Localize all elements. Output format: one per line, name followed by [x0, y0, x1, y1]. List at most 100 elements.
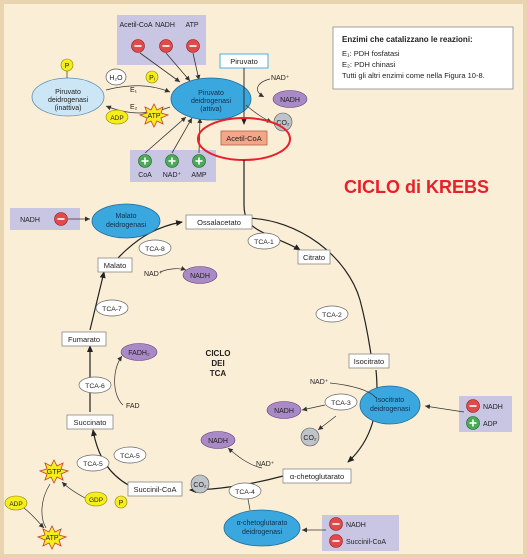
adp-label: ADP	[110, 115, 123, 122]
isocitrate-inhibitor-label: NADH	[483, 404, 503, 411]
plus-icon	[165, 154, 179, 168]
activator-coa-label: CoA	[138, 172, 152, 179]
cycle-arc-fumarate-malate	[89, 271, 106, 331]
akg-inhibitor-succinyl-label: Succinil-CoA	[346, 539, 386, 546]
legend-e2: E₂: PDH chinasi	[342, 60, 396, 69]
tca6-ellipse	[78, 376, 112, 394]
isocitrate-regulation-arrow	[424, 404, 465, 413]
tca6-label: TCA-6	[85, 383, 105, 390]
atp-label: ATP	[147, 113, 160, 120]
pdh-active-ellipse	[170, 77, 252, 121]
gtp-to-atp-link	[41, 483, 51, 529]
akg-nadh-ellipse	[200, 431, 236, 449]
malate-dh-label-1: Malato	[115, 213, 136, 220]
pyruvate-co2-label: CO₂	[276, 120, 290, 127]
adp-to-atp-arrow	[23, 507, 45, 529]
akg-co2-label: CO₂	[193, 482, 207, 489]
succinate-label: Succinato	[74, 418, 107, 427]
e1-arrow	[105, 85, 171, 93]
akg-label: α-chetoglutarato	[290, 472, 344, 481]
tca3-label: TCA-3	[331, 400, 351, 407]
akg-nadh-label: NADH	[208, 438, 228, 445]
tca1-ellipse	[247, 232, 281, 250]
pyruvate-nadh-ellipse	[272, 90, 308, 108]
isocitrate-nad-label: NAD⁺	[310, 379, 329, 386]
fadh2-label: FADH₂	[128, 350, 150, 357]
succinyl-p-icon	[114, 495, 128, 509]
center-label-3: TCA	[210, 369, 227, 378]
activation-arrow	[144, 116, 187, 154]
pdh-active-label-2: deidrogenasi	[191, 98, 232, 105]
adp-ellipse	[105, 109, 129, 125]
pi-label: Pᵢ	[149, 75, 155, 82]
tca5b-label: TCA-5	[120, 453, 140, 460]
pdh-active-label-1: Piruvato	[198, 90, 224, 97]
nad-to-nadh-arrow	[257, 78, 271, 98]
isocitrate-nadh-label: NADH	[274, 408, 294, 415]
plus-icon	[138, 154, 152, 168]
succinylcoa-label: Succinil-CoA	[134, 485, 177, 494]
acetylcoa-into-cycle-arrow	[243, 160, 301, 251]
minus-icon	[159, 39, 173, 53]
activator-nad-label: NAD⁺	[163, 172, 182, 179]
tca5-ellipse	[76, 454, 110, 472]
inhibitor-acetylcoa-label: Acetil-CoA	[119, 22, 152, 29]
tca2-label: TCA-2	[322, 312, 342, 319]
e2-arrow	[105, 105, 171, 114]
cycle-arc-oxalo-citrate-isocitrate	[243, 217, 374, 361]
legend-e1: E₁: PDH fosfatasi	[342, 49, 400, 58]
minus-icon	[54, 212, 68, 226]
minus-icon	[329, 534, 343, 548]
gdp-to-gtp-arrow	[61, 481, 86, 499]
akg-dh-link	[247, 498, 251, 511]
pdh-inactive-label-2: deidrogenasi	[48, 97, 89, 104]
tca5b-ellipse	[113, 446, 147, 464]
pyruvate-nadh-label: NADH	[280, 97, 300, 104]
malate-dh-label-2: deidrogenasi	[106, 222, 147, 229]
minus-icon	[131, 39, 145, 53]
akg-dh-label-1: α-chetoglutarato	[237, 520, 288, 527]
isocitrate-co2-label: CO₂	[303, 435, 317, 442]
water-label: H₂O	[109, 75, 123, 82]
malate-nad-label: NAD⁺	[144, 271, 163, 278]
plus-icon	[192, 154, 206, 168]
fumarate-label: Fumarato	[68, 335, 100, 344]
malate-box	[97, 257, 133, 273]
oxaloacetate-label: Ossalacetato	[197, 218, 241, 227]
akg-nadh-arrow	[227, 447, 263, 469]
phosphate-label: P	[65, 63, 70, 70]
malate-label: Malato	[104, 261, 127, 270]
inhibition-arrow	[192, 52, 201, 81]
center-label-2: DEI	[211, 359, 224, 368]
pyruvate-label: Piruvato	[230, 57, 258, 66]
akg-co2-icon	[190, 474, 210, 494]
malate-dh-ellipse	[91, 203, 161, 239]
tca8-label: TCA-8	[145, 246, 165, 253]
minus-icon	[186, 39, 200, 53]
tca3-ellipse	[324, 393, 358, 411]
isocitrate-nadh-ellipse	[266, 401, 302, 419]
plus-icon	[466, 416, 480, 430]
gdp-ellipse	[84, 491, 108, 507]
acetylcoa-label: Acetil-CoA	[226, 134, 261, 143]
cycle-arc-isocitrate-akg	[347, 369, 378, 463]
gtp-label: GTP	[47, 469, 62, 476]
atp-bottom-label: ATP	[45, 535, 58, 542]
fumarate-box	[61, 331, 107, 347]
malate-inhibitor-label: NADH	[20, 217, 40, 224]
tca1-label: TCA-1	[254, 239, 274, 246]
inhibitor-atp-label: ATP	[185, 22, 198, 29]
atp-burst-icon	[138, 103, 170, 128]
isocitrate-nadh-arrow	[301, 404, 326, 412]
tca7-ellipse	[95, 299, 129, 317]
tca7-label: TCA-7	[102, 306, 122, 313]
pdh-inactive-label-1: Piruvato	[55, 89, 81, 96]
akg-nad-label: NAD⁺	[256, 461, 275, 468]
inhibition-arrow	[165, 52, 191, 82]
pdh-inactive-label-3: (inattiva)	[55, 105, 82, 112]
isocitrate-dh-ellipse	[359, 385, 421, 425]
acetylcoa-box	[220, 130, 268, 146]
malate-nadh-ellipse	[182, 266, 218, 284]
